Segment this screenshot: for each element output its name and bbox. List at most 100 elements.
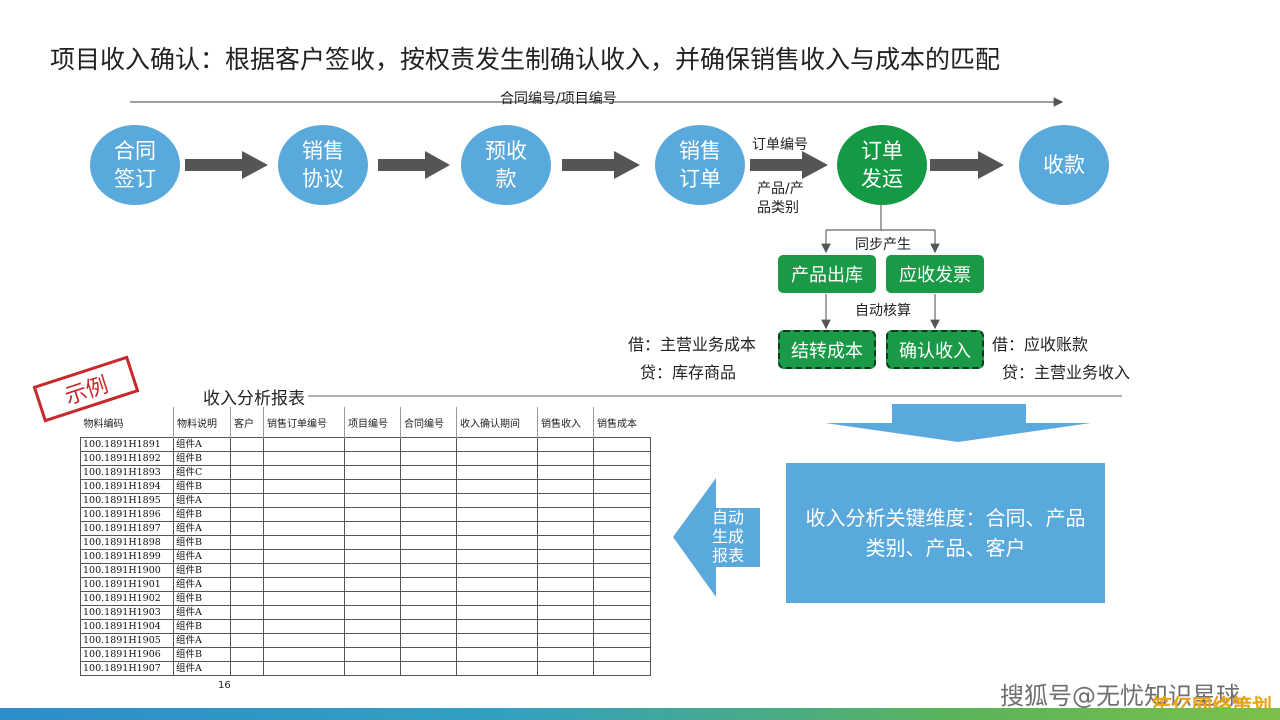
empty-cell [537,633,594,648]
empty-cell [456,619,538,634]
material-desc-cell: 组件A [173,633,231,648]
material-code-cell: 100.1891H1904 [80,619,174,634]
empty-cell [263,661,345,676]
empty-cell [456,661,538,676]
empty-cell [263,437,345,452]
empty-cell [344,465,401,480]
table-header-row: 物料编码 物料说明 客户 销售订单编号 项目编号 合同编号 收入确认期间 销售收… [81,407,651,438]
material-code-cell: 100.1891H1902 [80,591,174,606]
empty-cell [456,451,538,466]
credit-revenue-entry: 贷：主营业务收入 [1002,363,1131,382]
col-sales-revenue: 销售收入 [537,407,594,438]
material-desc-cell: 组件B [173,451,231,466]
empty-cell [537,661,594,676]
material-desc-cell: 组件A [173,549,231,564]
material-code-cell: 100.1891H1900 [80,563,174,578]
empty-cell [230,479,264,494]
empty-cell [593,605,651,620]
empty-cell [593,521,651,536]
material-code-cell: 100.1891H1898 [80,535,174,550]
empty-cell [593,465,651,480]
empty-cell [230,647,264,662]
material-code-cell: 100.1891H1903 [80,605,174,620]
empty-cell [537,647,594,662]
empty-cell [456,563,538,578]
node-contract-signing: 合同 签订 [90,125,180,205]
col-sales-order: 销售订单编号 [263,407,345,438]
empty-cell [400,437,457,452]
material-desc-cell: 组件A [173,605,231,620]
empty-cell [344,437,401,452]
empty-cell [400,535,457,550]
empty-cell [263,605,345,620]
empty-cell [230,549,264,564]
flow-arrow-4 [750,151,828,179]
timeline-label: 合同编号/项目编号 [500,91,617,107]
col-contract-no: 合同编号 [400,407,457,438]
empty-cell [230,577,264,592]
empty-cell [230,563,264,578]
material-desc-cell: 组件B [173,535,231,550]
empty-cell [263,451,345,466]
node-advance-payment: 预收 款 [461,125,551,205]
empty-cell [456,633,538,648]
empty-cell [537,437,594,452]
confirm-revenue-box: 确认收入 [886,330,984,369]
debit-receivable-entry: 借：应收账款 [992,335,1089,354]
material-desc-cell: 组件A [173,577,231,592]
empty-cell [400,619,457,634]
empty-cell [593,563,651,578]
empty-cell [537,619,594,634]
page-number: 16 [218,680,231,691]
empty-cell [537,605,594,620]
watermark: 搜狐号@无忧知识星球 [1000,682,1240,710]
empty-cell [263,479,345,494]
empty-cell [456,479,538,494]
col-material-code: 物料编码 [83,418,124,430]
material-code-cell: 100.1891H1891 [80,437,174,452]
empty-cell [230,451,264,466]
empty-cell [344,605,401,620]
empty-cell [593,451,651,466]
empty-cell [263,647,345,662]
empty-cell [537,451,594,466]
empty-cell [344,493,401,508]
empty-cell [400,591,457,606]
empty-cell [230,521,264,536]
empty-cell [344,633,401,648]
empty-cell [456,535,538,550]
credit-inventory-entry: 贷：库存商品 [640,363,737,382]
material-desc-cell: 组件B [173,591,231,606]
material-desc-cell: 组件A [173,661,231,676]
carry-cost-box: 结转成本 [778,330,876,369]
empty-cell [263,577,345,592]
empty-cell [593,493,651,508]
material-code-cell: 100.1891H1905 [80,633,174,648]
empty-cell [593,647,651,662]
empty-cell [593,479,651,494]
empty-cell [230,507,264,522]
empty-cell [400,633,457,648]
col-sales-cost: 销售成本 [593,407,651,438]
material-desc-cell: 组件B [173,563,231,578]
empty-cell [344,507,401,522]
invoice-box: 应收发票 [886,255,984,293]
empty-cell [456,591,538,606]
product-outbound-box: 产品出库 [778,255,876,293]
sync-label: 同步产生 [855,237,911,253]
material-code-cell: 100.1891H1893 [80,465,174,480]
empty-cell [400,479,457,494]
footer-bar [0,708,1280,720]
empty-cell [263,493,345,508]
material-code-cell: 100.1891H1894 [80,479,174,494]
empty-cell [456,437,538,452]
order-number-label: 订单编号 [752,137,808,153]
